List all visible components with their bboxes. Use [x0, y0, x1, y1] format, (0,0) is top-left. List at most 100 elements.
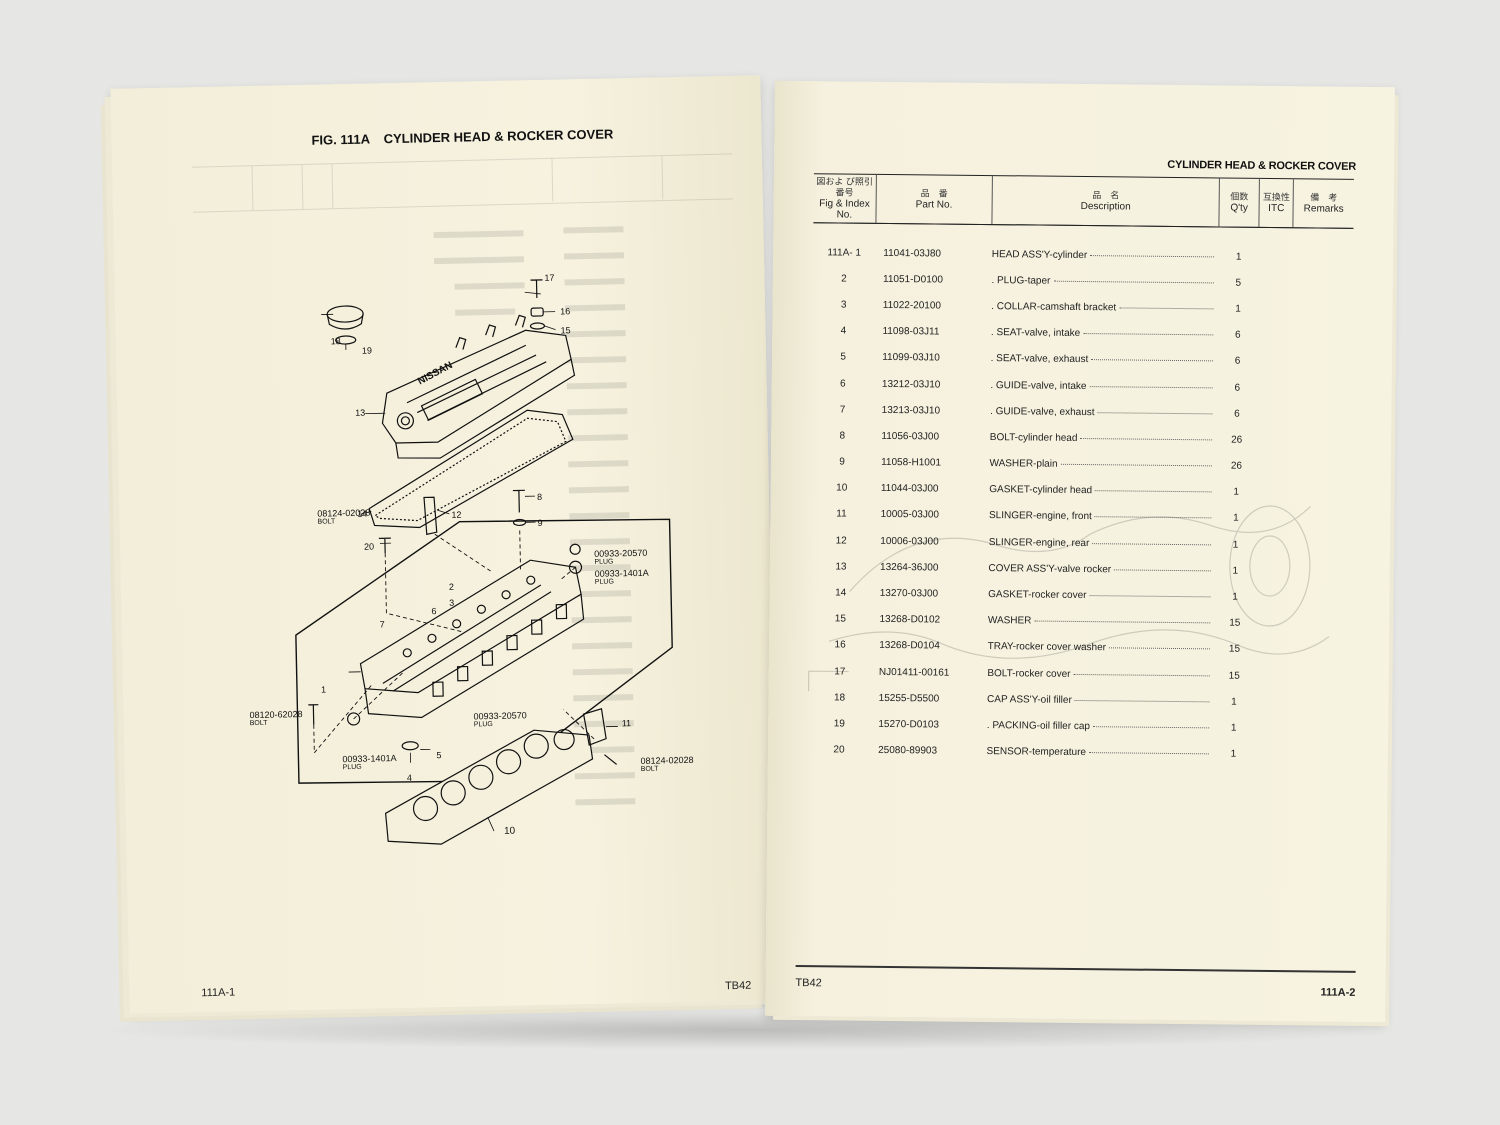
- row-fig: 10: [836, 482, 848, 494]
- row-fig: 6: [840, 378, 846, 390]
- header-qty-label: Q'ty: [1230, 202, 1248, 214]
- callout-7: 7: [379, 619, 385, 630]
- row-part-number: 11056-03J00: [881, 430, 940, 443]
- row-itc: [1254, 637, 1288, 664]
- row-description: GASKET-rocker cover: [988, 589, 1087, 602]
- row-part-number: 11044-03J00: [880, 483, 939, 495]
- row-part-number: 11022-20100: [882, 299, 942, 312]
- row-description: COVER ASS'Y-valve rocker: [988, 562, 1112, 576]
- row-desc-cell: . SEAT-valve, intake: [991, 320, 1218, 349]
- row-itc: [1257, 349, 1291, 376]
- row-description: . GUIDE-valve, intake: [990, 379, 1087, 392]
- row-part-number: 11098-03J11: [882, 326, 940, 338]
- row-desc-wrap: CAP ASS'Y-oil filler: [987, 694, 1210, 707]
- row-itc: [1256, 453, 1290, 480]
- header-qty: 個数 Q'ty: [1218, 177, 1260, 228]
- row-remarks: [1292, 270, 1353, 297]
- row-part-number: 10006-03J00: [880, 535, 939, 548]
- header-itc-jp: 互換性: [1262, 191, 1290, 203]
- row-fig: 5: [840, 351, 846, 363]
- header-fig-label: Fig & Index No.: [819, 198, 870, 221]
- dot-leader: [1090, 253, 1214, 257]
- row-desc-wrap: WASHER-plain: [989, 458, 1212, 471]
- row-part-number: 15270-D0103: [878, 718, 940, 731]
- row-remarks: [1291, 428, 1352, 455]
- dot-leader: [1080, 436, 1212, 441]
- dot-leader: [1089, 751, 1209, 755]
- row-desc-cell: . PLUG-taper: [991, 267, 1218, 296]
- row-remarks: [1293, 228, 1354, 271]
- row-description: SLINGER-engine, front: [988, 510, 1092, 523]
- row-remarks: [1288, 663, 1349, 690]
- row-part-number: 11099-03J10: [882, 352, 940, 364]
- row-qty: 5: [1235, 277, 1242, 289]
- row-desc-wrap: SLINGER-engine, rear: [989, 537, 1211, 550]
- footer-rule: [795, 965, 1356, 973]
- row-itc: [1258, 296, 1292, 323]
- dot-leader: [1089, 384, 1213, 388]
- row-fig: 17: [834, 666, 846, 678]
- row-part-number: NJ01411-00161: [878, 666, 950, 679]
- row-remarks: [1289, 637, 1350, 664]
- row-fig: 14: [835, 587, 847, 599]
- row-itc: [1257, 427, 1291, 454]
- row-remarks: [1289, 611, 1350, 638]
- row-desc-wrap: GASKET-cylinder head: [989, 484, 1212, 497]
- row-description: HEAD ASS'Y-cylinder: [991, 248, 1088, 261]
- callout-6: 6: [431, 606, 437, 617]
- right-page: CYLINDER HEAD & ROCKER COVER 図およ び照引番号 F…: [765, 80, 1395, 1023]
- row-itc: [1255, 584, 1289, 611]
- row-remarks: [1287, 742, 1348, 769]
- header-remarks: 備 考 Remarks: [1293, 178, 1354, 229]
- left-page: FIG. 111A CYLINDER HEAD & ROCKER COVER: [110, 75, 780, 1014]
- row-description: . PACKING-oil filler cap: [986, 720, 1091, 733]
- header-part: 品 番 Part No.: [875, 174, 993, 225]
- row-description: WASHER-plain: [989, 458, 1058, 470]
- dot-leader: [1034, 619, 1210, 624]
- row-description: . SEAT-valve, intake: [990, 327, 1081, 340]
- row-itc: [1253, 741, 1287, 768]
- row-description: . SEAT-valve, exhaust: [990, 353, 1089, 366]
- dot-leader: [1083, 332, 1213, 336]
- row-fig: 18: [833, 692, 846, 704]
- dot-leader: [1095, 489, 1212, 493]
- row-qty: 1: [1232, 565, 1239, 577]
- row-desc-wrap: . GUIDE-valve, intake: [990, 379, 1213, 393]
- row-desc-cell: WASHER: [988, 608, 1215, 637]
- dot-leader: [1094, 515, 1212, 519]
- parts-table-header: 図およ び照引番号 Fig & Index No. 品 番 Part No. 品…: [813, 173, 1354, 229]
- callout-17: 17: [544, 272, 555, 283]
- callout-11: 11: [621, 718, 632, 729]
- row-remarks: [1291, 375, 1352, 402]
- left-footer-page: 111A-1: [201, 986, 236, 1000]
- callout-18: 18: [330, 336, 341, 347]
- rocker-cover-drawing: [381, 314, 576, 459]
- row-desc-cell: SLINGER-engine, front: [989, 503, 1216, 532]
- header-remarks-label: Remarks: [1303, 203, 1344, 215]
- page-title: CYLINDER HEAD & ROCKER COVER: [1167, 158, 1357, 173]
- dot-leader: [1089, 594, 1211, 598]
- row-remarks: [1290, 480, 1351, 507]
- bolt-top-label: BOLT: [317, 518, 336, 526]
- row-qty: 6: [1234, 329, 1241, 341]
- row-fig: 15: [834, 613, 847, 625]
- row-desc-cell: . GUIDE-valve, exhaust: [990, 398, 1217, 427]
- row-desc-wrap: BOLT-cylinder head: [990, 432, 1212, 445]
- row-fig: 12: [835, 535, 847, 547]
- bleed-through-diagram: [807, 505, 1330, 692]
- callout-13: 13: [355, 407, 366, 418]
- row-fig: 3: [840, 299, 847, 311]
- row-desc-cell: BOLT-cylinder head: [990, 424, 1217, 453]
- parts-table: 図およ び照引番号 Fig & Index No. 品 番 Part No. 品…: [808, 173, 1354, 768]
- row-fig: 16: [834, 639, 846, 651]
- row-desc-wrap: . SEAT-valve, intake: [991, 327, 1213, 340]
- callout-15: 15: [560, 325, 571, 336]
- row-remarks: [1289, 558, 1350, 585]
- plug-d-label: PLUG: [342, 763, 362, 772]
- row-fig: 4: [840, 325, 847, 337]
- row-remarks: [1292, 297, 1353, 324]
- dot-leader: [1097, 410, 1213, 415]
- header-part-jp: 品 番: [920, 188, 948, 199]
- row-itc: [1254, 663, 1288, 690]
- row-qty: 15: [1228, 670, 1240, 682]
